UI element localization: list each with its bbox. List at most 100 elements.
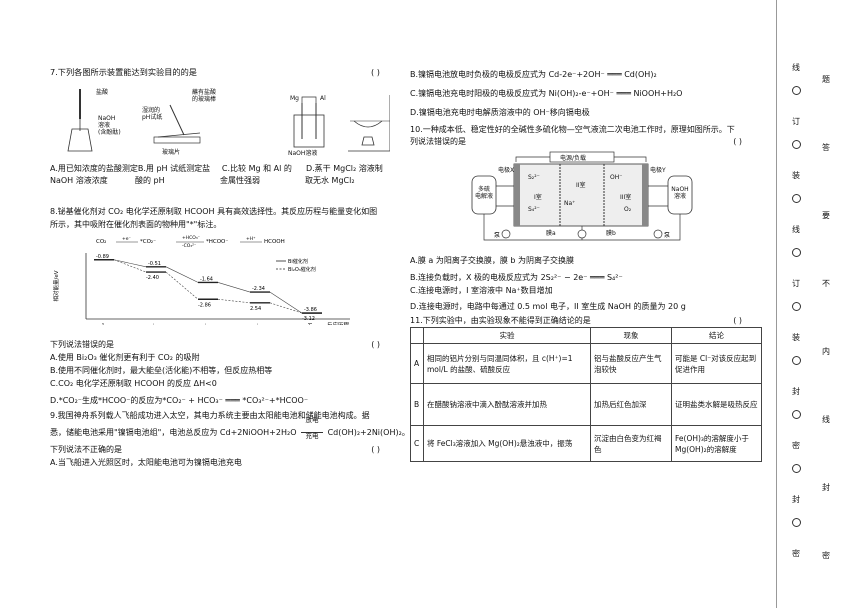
species-label: *CO₂⁻ <box>140 239 156 245</box>
energy-connector <box>217 298 251 304</box>
binding-warning-char: 答 <box>822 143 830 152</box>
binding-char: 线 <box>792 225 800 234</box>
binding-char: 装 <box>792 333 800 342</box>
energy-connector <box>269 302 303 314</box>
x-axis-label: 反应历程 <box>327 321 350 325</box>
binding-char: 密 <box>792 441 800 450</box>
q9-option-d: D.镍镉电池充电时电解质溶液中的 OH⁻移向镉电极 <box>410 108 590 117</box>
q11-title: 11.下列实验中，由实验现象不能得到正确结论的是( ) <box>410 316 742 325</box>
label-glass: 玻璃片 <box>162 149 181 156</box>
data-label: -3.86 <box>304 307 317 313</box>
data-label: -3.12 <box>302 316 315 322</box>
energy-chart: 相对能量/eV反应历程CO₂+e⁻*CO₂⁻+HCO₃⁻-CO₃²⁻*HCOO⁻… <box>50 235 390 362</box>
data-label: -2.34 <box>252 286 265 292</box>
category-label: *CO₃²⁻+*HCOO⁻ <box>204 323 210 325</box>
energy-connector <box>165 271 199 300</box>
category-label: *CO₂⁻ <box>152 323 158 325</box>
data-label: 2.54 <box>250 306 261 312</box>
energy-chart-svg: 相对能量/eV反应历程CO₂+e⁻*CO₂⁻+HCO₃⁻-CO₃²⁻*HCOO⁻… <box>52 235 350 362</box>
binding-margin: 线订装线订装封密封密题答要不内线封密 <box>788 50 830 590</box>
binding-char: 线 <box>792 63 800 72</box>
binding-circle <box>788 248 804 257</box>
binding-circle <box>788 140 804 149</box>
legend-label: Bi催化剂 <box>288 258 308 265</box>
legend-label: Bi₂O₃催化剂 <box>288 266 316 273</box>
q11-table: 实验 现象 结论 A 相同的铝片分别与同温同体积，且 c(H⁺)=1 mol/L… <box>410 327 762 462</box>
table-header-row: 实验 现象 结论 <box>410 327 762 344</box>
category-label: HCOO⁻ <box>256 323 262 325</box>
arrow-label: +H⁺ <box>246 236 256 242</box>
table-row: C 将 FeCl₃溶液加入 Mg(OH)₂悬浊液中，振荡 沉淀由白色变为红褐色 … <box>410 425 762 462</box>
q10-option-b: B.连接负载时，X 极的电极反应式为 2S₂²⁻ − 2e⁻ ═══ S₄²⁻ <box>410 273 623 282</box>
category-label: CO₂ <box>100 323 106 325</box>
label-stick: 蘸有盐酸的玻璃棒 <box>192 89 217 103</box>
species-label: HCOOH <box>264 239 285 245</box>
binding-char: 订 <box>792 279 800 288</box>
q10-title-1: 10.一种成本低、稳定性好的全碱性多硫化物—空气液流二次电池工作时，原理如图所示… <box>410 125 735 134</box>
table-row: A 相同的铝片分别与同温同体积，且 c(H⁺)=1 mol/L 的盐酸、硫酸反应… <box>410 343 762 384</box>
data-label: -2.40 <box>146 275 159 281</box>
binding-circle <box>788 302 804 311</box>
q9-option-b: B.镍镉电池放电时负极的电极反应式为 Cd-2e⁻+2OH⁻ ═══ Cd(OH… <box>410 70 657 79</box>
category-label: HCOOH <box>308 323 314 325</box>
q10-option-d: D.连接电源时，电路中每通过 0.5 mol 电子，II 室生成 NaOH 的质… <box>410 302 686 311</box>
q8-option-d: D.*CO₂⁻生成*HCOO⁻的反应为*CO₂⁻ + HCO₃⁻ ═══ *CO… <box>50 396 309 405</box>
binding-circle <box>788 410 804 419</box>
energy-connector <box>113 259 147 268</box>
energy-connector <box>217 282 251 293</box>
data-label: -2.86 <box>198 302 211 308</box>
binding-char: 订 <box>792 117 800 126</box>
q8-title-2: 所示，其中吸附在催化剂表面的物种用"*"标注。 <box>50 220 222 229</box>
q9-option-c: C.镍镉电池充电时阳极的电极反应式为 Ni(OH)₂-e⁻+OH⁻ ═══ Ni… <box>410 89 683 98</box>
label-al: Al <box>320 95 326 102</box>
arrow-label: +HCO₃⁻ <box>182 235 201 241</box>
binding-warning-char: 密 <box>822 551 830 560</box>
q9-line2: 悉，储能电池采用"镍镉电池组"，电池总反应为 Cd+2NiOOH+2H₂O 放电… <box>50 416 410 440</box>
q9-option-a: A.当飞船进入光照区时，太阳能电池可为镍镉电池充电 <box>50 458 242 467</box>
q7-options-row1: A.用已知浓度的盐酸测定 B.用 pH 试纸测定盐 C.比较 Mg 和 Al 的… <box>50 164 383 173</box>
binding-circle <box>788 518 804 527</box>
label-mg: Mg <box>290 95 299 102</box>
q8-question: 下列说法错误的是( ) <box>50 340 380 349</box>
label-hcl: 盐酸 <box>96 89 109 96</box>
binding-circle <box>788 464 804 473</box>
q10-title-2: 列说法错误的是( ) <box>410 137 742 146</box>
binding-char: 封 <box>792 495 800 504</box>
binding-warning-char: 题 <box>822 75 830 84</box>
binding-char: 封 <box>792 387 800 396</box>
arrow-label: -CO₃²⁻ <box>182 243 197 249</box>
binding-circle <box>788 356 804 365</box>
binding-circle <box>788 86 804 95</box>
binding-char: 密 <box>792 549 800 558</box>
q9-question: 下列说法不正确的是( ) <box>50 445 380 454</box>
species-label: CO₂ <box>96 239 106 245</box>
q10-option-a: A.膜 a 为阳离子交换膜，膜 b 为阴离子交换膜 <box>410 256 575 265</box>
q7-options-row2: NaOH 溶液浓度 酸的 pH 金属性强弱 取无水 MgCl₂ <box>50 176 355 185</box>
q8-option-a: A.使用 Bi₂O₃ 催化剂更有利于 CO₂ 的吸附 <box>50 353 200 362</box>
binding-warning-char: 封 <box>822 483 830 492</box>
species-label: *HCOO⁻ <box>206 239 228 245</box>
binding-warning-char: 要 <box>822 211 830 220</box>
binding-circle <box>788 194 804 203</box>
q8-option-b: B.使用不同催化剂时，最大能垒(活化能)不相等，但反应热相等 <box>50 366 273 375</box>
data-label: -0.89 <box>96 254 109 260</box>
left-column: 7.下列各图所示装置能达到实验目的的是( ) <box>50 66 410 469</box>
binding-char: 装 <box>792 171 800 180</box>
table-row: B 在醋酸钠溶液中滴入酚酞溶液并加热 加热后红色加深 证明盐类水解是吸热反应 <box>410 383 762 426</box>
data-label: -0.51 <box>148 261 161 267</box>
arrow-label: +e⁻ <box>122 236 132 242</box>
energy-connector <box>269 291 303 314</box>
q8-title-1: 8.铋基催化剂对 CO₂ 电化学还原制取 HCOOH 具有高效选择性。其反应历程… <box>50 207 378 216</box>
apparatus-figure <box>67 89 390 152</box>
binding-line <box>776 0 778 608</box>
q9-line1: 9.我国神舟系列载人飞船成功进入太空，其电力系统主要由太阳能电池和储能电池构成。… <box>50 411 370 420</box>
q7-title: 7.下列各图所示装置能达到实验目的的是( ) <box>50 67 380 77</box>
binding-warning-char: 不 <box>822 279 830 288</box>
label-naoh-sol: NaOH溶液 <box>288 150 318 157</box>
right-column: B.镍镉电池放电时负极的电极反应式为 Cd-2e⁻+2OH⁻ ═══ Cd(OH… <box>410 68 762 462</box>
q10-option-c: C.连接电源时，I 室溶液中 Na⁺数目增加 <box>410 286 553 295</box>
